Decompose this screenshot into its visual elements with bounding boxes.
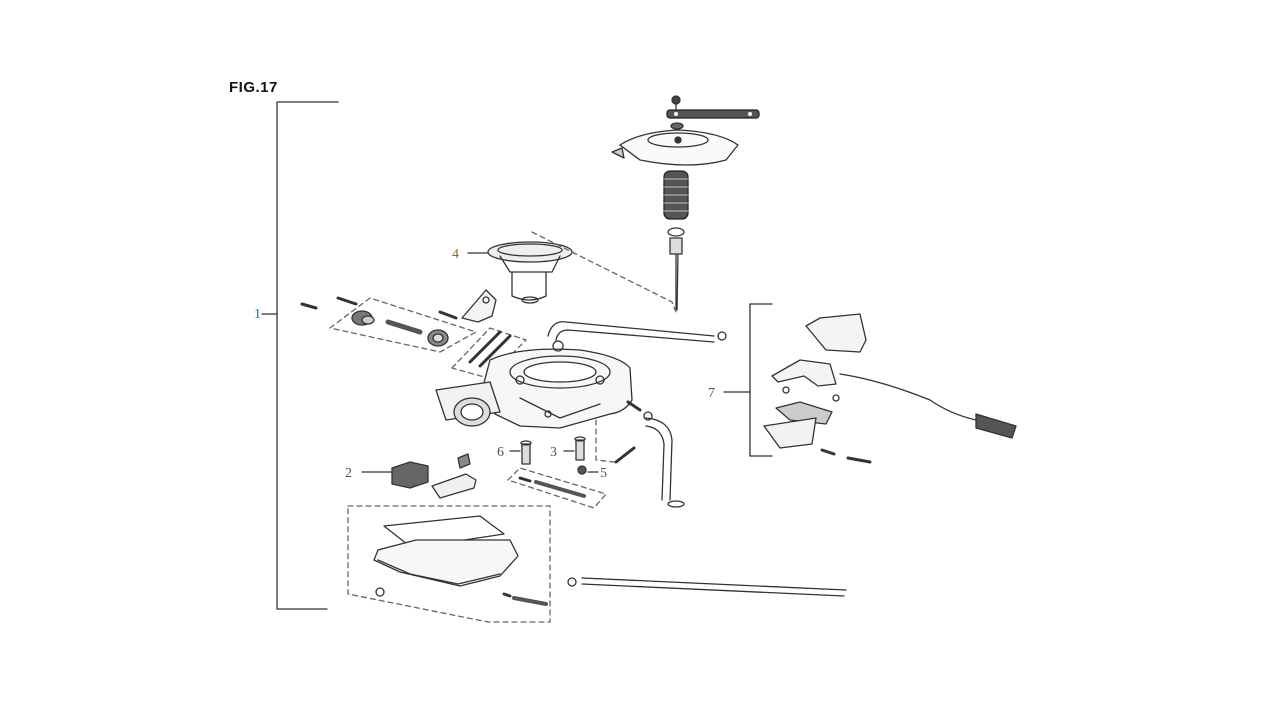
- small-tube: [614, 446, 636, 464]
- dash-jet-link: [595, 419, 615, 463]
- callout-5: 5: [600, 466, 607, 481]
- figure-title: FIG.17: [229, 79, 278, 96]
- pilot-screw-group: [300, 289, 497, 353]
- spring: [663, 170, 689, 311]
- jet-group: [451, 327, 527, 379]
- callout-3: 3: [550, 445, 557, 460]
- main-jet-group: [507, 467, 607, 509]
- drain-hose: [643, 411, 685, 508]
- callout-4: 4: [452, 247, 459, 262]
- assembly-bracket-1: [261, 101, 339, 610]
- dash-piston-needle: [531, 231, 677, 313]
- float-2: [361, 453, 477, 499]
- jet-5: [577, 465, 599, 475]
- callout-7: 7: [708, 386, 715, 401]
- callout-6: 6: [497, 445, 504, 460]
- fuel-hose-top: [547, 321, 727, 352]
- jet-3: [563, 436, 586, 461]
- callout-2: 2: [345, 466, 352, 481]
- vacuum-piston-4: [467, 241, 573, 304]
- overflow-tube: [567, 577, 847, 597]
- top-cover-group: [611, 95, 760, 166]
- carburetor-body: [435, 348, 642, 429]
- choke-switch-7: [723, 303, 1017, 464]
- float-bowl: [347, 505, 551, 623]
- callout-1: 1: [254, 307, 261, 322]
- screw-6: [509, 440, 532, 465]
